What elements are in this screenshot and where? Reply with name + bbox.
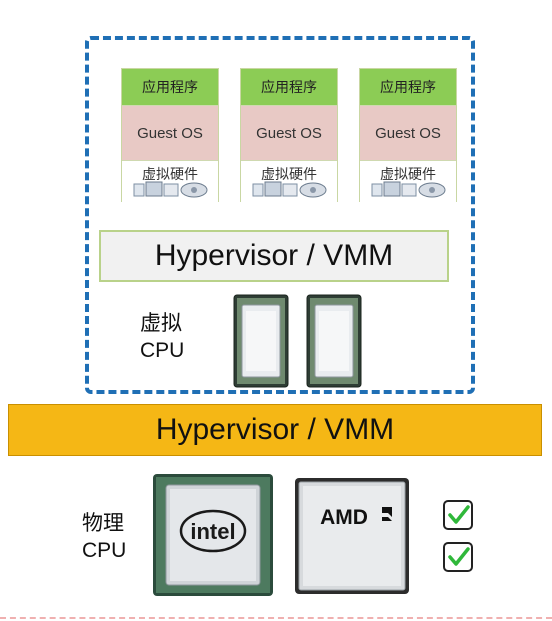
- vm-virtual-hardware-layer: 虚拟硬件: [360, 160, 456, 203]
- vm-guest-os-layer: Guest OS: [241, 105, 337, 160]
- physical-cpu-label-line1: 物理: [82, 512, 124, 535]
- check-icon: [443, 542, 473, 572]
- vm-app-layer: 应用程序: [360, 69, 456, 105]
- virtual-cpu-label: 虚拟 CPU: [140, 310, 184, 364]
- intel-logo-text: intel: [190, 519, 235, 544]
- check-icon: [443, 500, 473, 530]
- vm-virtual-hardware-layer: 虚拟硬件: [241, 160, 337, 203]
- vm-guest-os-layer: Guest OS: [360, 105, 456, 160]
- vm-hw-label: 虚拟硬件: [261, 166, 317, 182]
- hardware-icon: [252, 181, 327, 198]
- amd-cpu-chip-icon: AMD: [295, 478, 409, 594]
- virtual-cpu-chip-icon: [306, 294, 362, 388]
- physical-cpu-label-line2: CPU: [82, 539, 127, 562]
- amd-logo-text: AMD: [320, 506, 368, 529]
- virtual-machine-boundary: [85, 36, 475, 394]
- hardware-icon: [371, 181, 446, 198]
- vm-app-layer: 应用程序: [122, 69, 218, 105]
- virtual-cpu-label-line1: 虚拟: [140, 312, 182, 335]
- vm-app-layer: 应用程序: [241, 69, 337, 105]
- vm-hw-label: 虚拟硬件: [142, 166, 198, 182]
- vm-virtual-hardware-layer: 虚拟硬件: [122, 160, 218, 203]
- virtual-cpu-chip-icon: [233, 294, 289, 388]
- vm-stack-3: 应用程序 Guest OS 虚拟硬件: [359, 68, 457, 203]
- virtual-cpu-label-line2: CPU: [140, 339, 185, 362]
- bottom-divider: [0, 617, 552, 619]
- vm-guest-os-layer: Guest OS: [122, 105, 218, 160]
- vm-stack-2: 应用程序 Guest OS 虚拟硬件: [240, 68, 338, 203]
- physical-cpu-label: 物理 CPU: [82, 510, 126, 564]
- outer-hypervisor-bar: Hypervisor / VMM: [8, 404, 542, 456]
- inner-hypervisor-bar: Hypervisor / VMM: [99, 230, 449, 282]
- vm-hw-label: 虚拟硬件: [380, 166, 436, 182]
- intel-cpu-chip-icon: intel: [153, 474, 273, 596]
- vm-stack-1: 应用程序 Guest OS 虚拟硬件: [121, 68, 219, 203]
- hardware-icon: [133, 181, 208, 198]
